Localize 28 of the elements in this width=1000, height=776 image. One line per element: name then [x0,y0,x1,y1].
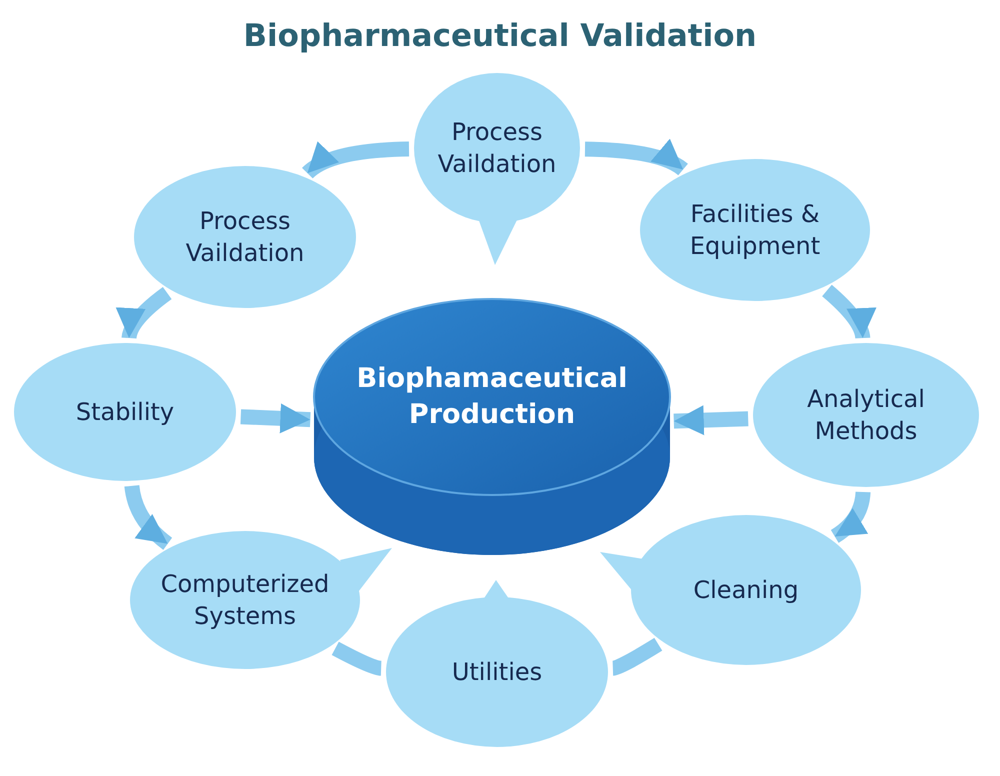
arrow [302,142,410,179]
bubble-node [630,514,862,666]
arrow [674,405,748,436]
bubble-node [752,342,980,488]
bubble-node [13,342,237,482]
bubble-node [129,530,361,670]
arrow [822,284,874,339]
bubble-node [639,158,871,302]
node-label: Facilities & Equipment [688,198,822,262]
disc-node [314,299,670,555]
arrow [118,287,172,340]
bubble-node [413,72,581,224]
arrow [584,140,688,176]
node-label: Analytical Methods [806,384,926,447]
arrow [240,403,311,434]
node-label: Process Vaildation [184,206,306,269]
bubble-node [385,596,609,748]
arrow [830,491,871,543]
node-label: Stability [74,396,176,428]
bubble-node [133,165,357,309]
diagram-title: Biopharmaceutical Validation [242,18,758,54]
node-label: Biophamaceutical Production [356,362,628,432]
node-label: Utilities [450,656,544,688]
node-label: Computerized Systems [160,568,330,632]
connector-band [332,642,382,676]
node-label: Cleaning [692,574,800,606]
connector-band [612,638,662,676]
node-label: Process Vaildation [436,116,558,180]
